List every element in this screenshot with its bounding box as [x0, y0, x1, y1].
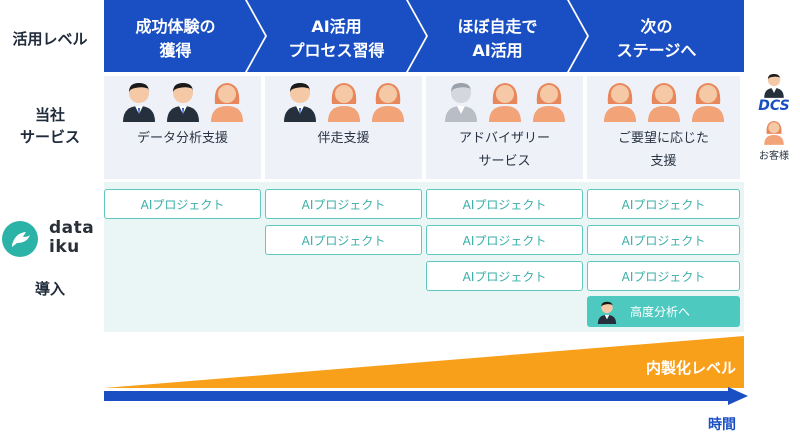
- service-label: ご要望に応じた 支援: [617, 131, 709, 169]
- stage-title: ほぼ自走で AI活用: [457, 17, 538, 60]
- service-label: アドバイザリー サービス: [458, 131, 550, 169]
- avatar-group: [587, 80, 740, 122]
- dataiku-wordmark: data iku: [49, 218, 95, 257]
- row-label-intro: 導入: [34, 280, 65, 298]
- service-panel: ご要望に応じた 支援: [587, 76, 740, 179]
- ai-project-box: AIプロジェクト: [265, 189, 422, 219]
- client-avatar-icon: [647, 83, 680, 122]
- service-panel: アドバイザリー サービス: [426, 76, 583, 179]
- stage-chevron: [104, 0, 265, 72]
- staff-avatar-icon: [122, 83, 155, 122]
- client-avatar-icon: [488, 83, 521, 122]
- client-avatar-icon: [532, 83, 565, 122]
- staff-avatar-icon: [166, 83, 199, 122]
- ai-project-box: AIプロジェクト: [265, 225, 422, 255]
- avatar-group: [265, 80, 422, 122]
- stage-chevron-band: [104, 0, 744, 72]
- staff-avatar-icon: [597, 301, 617, 324]
- dataiku-bird-icon: [2, 221, 38, 257]
- row-label-level: 活用レベル: [12, 30, 88, 48]
- client-legend-label: お客様: [759, 151, 789, 162]
- dcs-logo: DCS: [758, 98, 790, 114]
- service-panel: データ分析支援: [104, 76, 261, 179]
- in-house-level-wedge: [104, 336, 744, 388]
- ai-project-box: AIプロジェクト: [426, 225, 583, 255]
- time-arrow: [104, 387, 748, 405]
- ai-project-box: AIプロジェクト: [587, 225, 740, 255]
- client-legend-icon: [764, 121, 784, 145]
- service-label: データ分析支援: [136, 131, 228, 146]
- stage-title: 成功体験の 獲得: [135, 17, 216, 60]
- ai-project-box: AIプロジェクト: [426, 189, 583, 219]
- advanced-analysis-badge: 高度分析へ: [587, 296, 740, 327]
- ai-project-box: AIプロジェクト: [426, 261, 583, 291]
- stage-title: 次の ステージへ: [616, 17, 697, 60]
- avatar-group: [426, 80, 583, 122]
- client-avatar-icon: [327, 83, 360, 122]
- staff-legend-icon: [764, 74, 784, 98]
- in-house-level-label: 内製化レベル: [645, 359, 736, 377]
- advanced-analysis-label: 高度分析へ: [630, 305, 691, 319]
- client-avatar-icon: [371, 83, 404, 122]
- ai-project-box: AIプロジェクト: [104, 189, 261, 219]
- staff-faded-avatar-icon: [444, 83, 477, 122]
- time-label: 時間: [708, 417, 736, 433]
- row-label-service: 当社 サービス: [19, 106, 80, 146]
- service-panel: 伴走支援: [265, 76, 422, 179]
- stage-chevron: [408, 0, 587, 72]
- legend: DCS お客様: [751, 72, 797, 162]
- ai-project-box: AIプロジェクト: [587, 189, 740, 219]
- client-avatar-icon: [210, 83, 243, 122]
- client-avatar-icon: [691, 83, 724, 122]
- service-label: 伴走支援: [317, 131, 370, 146]
- staff-avatar-icon: [283, 83, 316, 122]
- stage-chevron: [247, 0, 426, 72]
- avatar-group: [104, 80, 261, 122]
- ai-project-box: AIプロジェクト: [587, 261, 740, 291]
- stage-title: AI活用 プロセス習得: [288, 17, 385, 60]
- client-avatar-icon: [603, 83, 636, 122]
- stage-chevron: [569, 0, 744, 72]
- dataiku-logo: data iku: [0, 214, 100, 264]
